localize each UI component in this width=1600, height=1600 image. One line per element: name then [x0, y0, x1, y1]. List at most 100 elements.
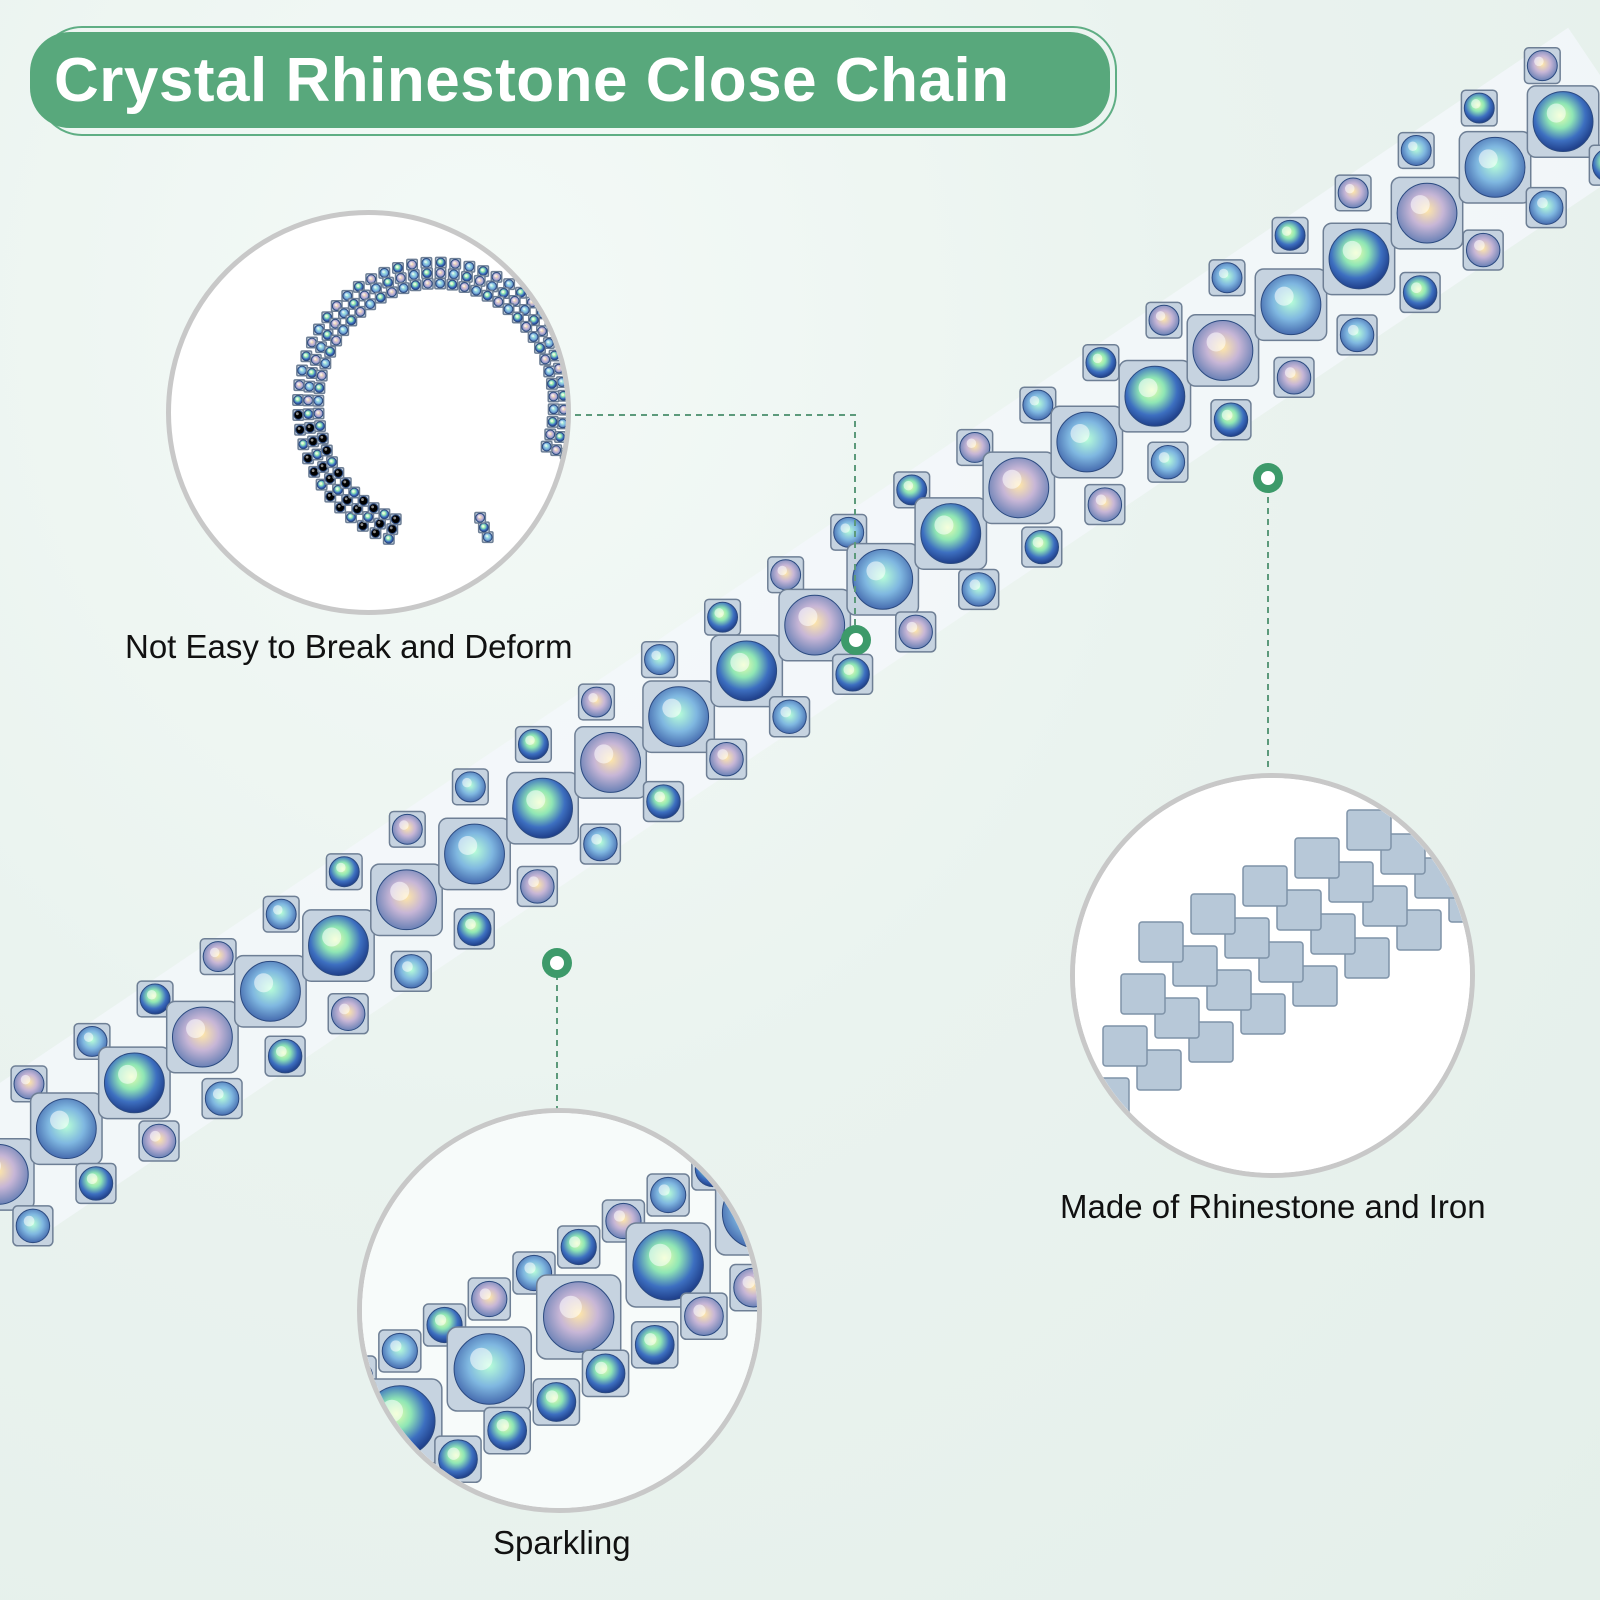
rhinestone: [543, 365, 556, 378]
rhinestone: [642, 780, 685, 823]
rhinestone: [581, 1349, 630, 1398]
rhinestone: [313, 382, 326, 395]
rhinestone: [1118, 359, 1192, 433]
rhinestone: [330, 334, 343, 347]
rhinestone: [497, 287, 510, 300]
rhinestone: [382, 276, 395, 289]
metal-link: [1258, 941, 1304, 983]
rhinestone: [451, 768, 489, 806]
curved-chain-image: [292, 256, 566, 545]
caption-not-easy-break: Not Easy to Break and Deform: [125, 628, 573, 665]
rhinestone: [1019, 386, 1057, 424]
rhinestone: [533, 341, 546, 354]
rhinestone: [304, 421, 317, 434]
rhinestone: [12, 1205, 54, 1247]
rhinestone: [293, 379, 306, 392]
rhinestone: [577, 683, 616, 721]
rhinestone: [302, 394, 315, 407]
rhinestone: [1588, 144, 1600, 186]
metal-link: [1362, 885, 1408, 927]
rhinestone: [1390, 176, 1464, 250]
rhinestone: [630, 1320, 679, 1369]
rhinestone: [434, 256, 447, 269]
rhinestone: [1147, 441, 1189, 483]
metal-link: [1328, 861, 1374, 903]
rhinestone: [337, 324, 350, 337]
rhinestone: [514, 286, 527, 299]
rhinestone: [544, 428, 557, 441]
rhinestone: [314, 420, 327, 433]
rhinestone: [492, 295, 505, 308]
rhinestone: [557, 403, 566, 416]
rhinestone: [388, 810, 426, 848]
rhinestone: [1460, 89, 1498, 127]
rhinestone: [486, 280, 499, 293]
metal-link: [1206, 969, 1252, 1011]
rhinestone: [438, 817, 511, 891]
rhinestone: [508, 294, 521, 307]
rhinestone: [894, 611, 937, 653]
sparkling-closeup-image: [362, 1113, 757, 1508]
rhinestone: [302, 408, 315, 421]
rhinestone: [326, 456, 339, 469]
rhinestone: [1462, 229, 1504, 271]
rhinestone: [463, 260, 476, 273]
rhinestone: [982, 451, 1056, 525]
rhinestone: [378, 508, 391, 521]
rhinestone: [579, 823, 622, 865]
rhinestone: [362, 510, 375, 523]
rhinestone: [233, 954, 307, 1028]
rhinestone: [341, 493, 354, 506]
rhinestone: [389, 513, 402, 526]
rhinestone: [506, 771, 580, 845]
rhinestone: [308, 465, 321, 478]
rhinestone: [390, 950, 432, 992]
title-banner: Crystal Rhinestone Close Chain: [30, 26, 1117, 136]
rhinestone: [914, 497, 988, 571]
rhinestone: [316, 432, 329, 445]
rhinestone: [369, 282, 382, 295]
rhinestone: [535, 1274, 622, 1360]
rhinestone: [458, 281, 471, 294]
rhinestone: [97, 1046, 171, 1120]
rhinestone: [262, 895, 300, 933]
rhinestone: [502, 303, 515, 316]
rhinestone: [319, 357, 332, 370]
rhinestone: [292, 394, 305, 407]
rhinestone: [446, 1326, 533, 1412]
rhinestone: [556, 1225, 601, 1269]
rhinestone: [846, 542, 920, 616]
rhinestone: [540, 440, 553, 453]
rhinestone: [1050, 405, 1124, 479]
metal-back-image: [1075, 778, 1470, 1173]
rhinestone: [527, 331, 540, 344]
rhinestone: [563, 433, 566, 446]
rhinestone: [481, 289, 494, 302]
rhinestone: [199, 937, 237, 976]
rhinestone: [303, 380, 316, 393]
marker-dot-icon: [1253, 463, 1283, 493]
rhinestone: [1334, 174, 1372, 212]
rhinestone: [574, 725, 648, 799]
rhinestone: [165, 1000, 239, 1074]
rhinestone: [136, 980, 174, 1018]
metal-link: [1188, 1021, 1234, 1063]
metal-link: [1172, 945, 1218, 987]
rhinestone: [831, 653, 874, 696]
rhinestone: [447, 268, 460, 281]
marker-dot-icon: [542, 948, 572, 978]
rhinestone: [1208, 259, 1246, 297]
rhinestone: [532, 1378, 581, 1426]
rhinestone: [640, 641, 679, 679]
rhinestone: [1084, 483, 1126, 526]
rhinestone: [1210, 399, 1252, 441]
rhinestone: [547, 390, 560, 403]
rhinestone: [474, 511, 487, 524]
rhinestone: [327, 993, 369, 1035]
metal-link: [1190, 893, 1236, 935]
rhinestone: [552, 362, 565, 375]
metal-link: [1120, 973, 1166, 1015]
rhinestone: [296, 364, 309, 377]
rhinestone: [1397, 131, 1435, 170]
rhinestone: [391, 262, 404, 275]
